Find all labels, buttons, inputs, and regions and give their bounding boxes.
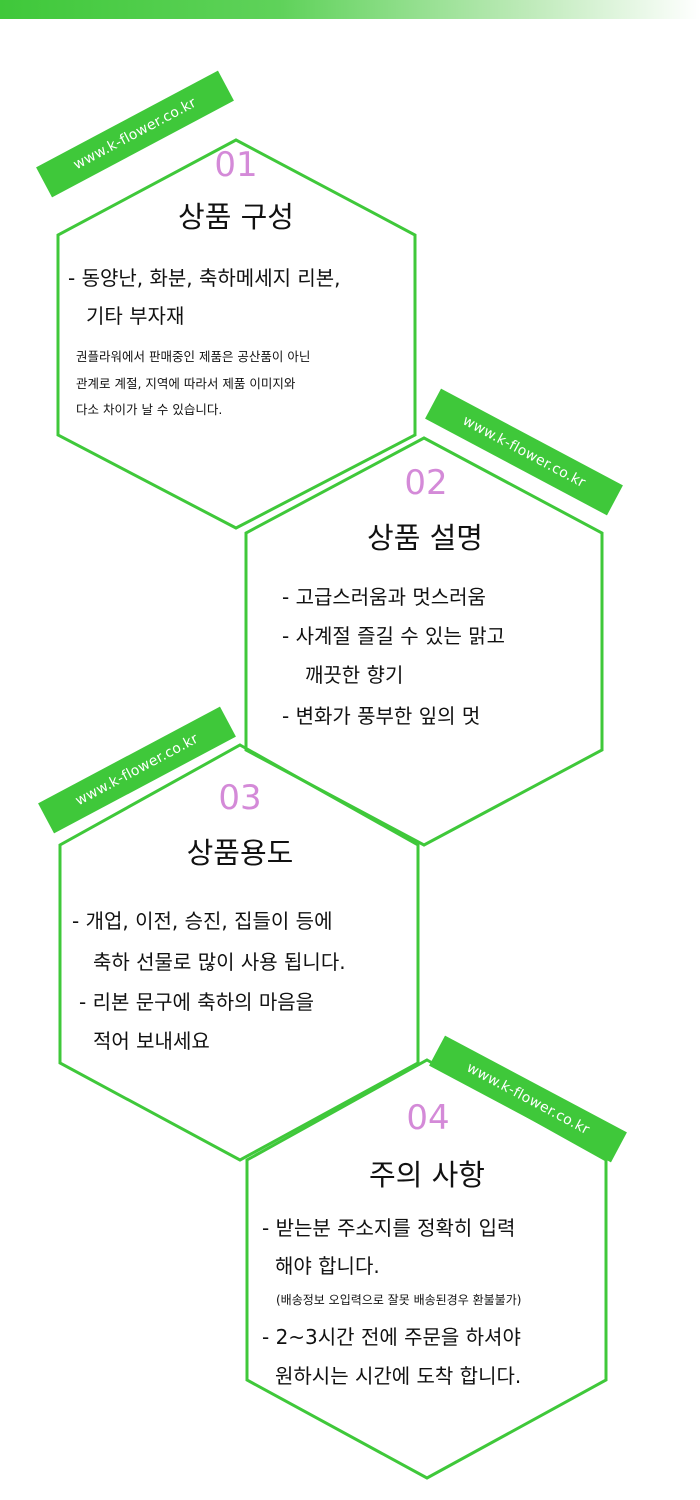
hexagon-02 — [244, 436, 604, 847]
section-line: - 2~3시간 전에 주문을 하셔야 — [262, 1325, 521, 1349]
section-note: 권플라워에서 판매중인 제품은 공산품이 아닌 — [76, 349, 311, 364]
section-number: 02 — [404, 463, 448, 503]
hexagon-01 — [56, 138, 417, 530]
section-line: - 사계절 즐길 수 있는 맑고 — [282, 624, 506, 648]
section-line: - 고급스러움과 멋스러움 — [282, 585, 486, 609]
section-line: - 개업, 이전, 승진, 집들이 등에 — [72, 909, 333, 933]
section-line: - 변화가 풍부한 잎의 멋 — [282, 704, 481, 728]
top-gradient-bar — [0, 0, 700, 19]
section-title: 상품 설명 — [367, 521, 483, 555]
section-note: 다소 차이가 날 수 있습니다. — [76, 402, 223, 417]
section-title: 상품 구성 — [178, 200, 294, 234]
section-number: 01 — [214, 145, 258, 185]
section-line: 기타 부자재 — [86, 304, 185, 328]
section-line: 해야 합니다. — [275, 1254, 380, 1278]
section-line: - 동양난, 화분, 축하메세지 리본, — [68, 266, 341, 290]
section-line: 깨끗한 향기 — [305, 663, 404, 687]
section-number: 03 — [218, 778, 262, 818]
section-title: 상품용도 — [186, 836, 294, 870]
section-number: 04 — [406, 1098, 450, 1138]
section-line: - 받는분 주소지를 정확히 입력 — [262, 1216, 516, 1240]
section-note: (배송정보 오입력으로 잘못 배송된경우 환불불가) — [276, 1293, 522, 1307]
section-line: 적어 보내세요 — [93, 1029, 210, 1053]
section-note: 관계로 계절, 지역에 따라서 제품 이미지와 — [76, 376, 296, 391]
section-line: 원하시는 시간에 도착 합니다. — [275, 1364, 522, 1388]
section-title: 주의 사항 — [369, 1158, 485, 1192]
hexagon-03 — [58, 743, 420, 1162]
section-line: 축하 선물로 많이 사용 됩니다. — [93, 950, 346, 974]
section-line: - 리본 문구에 축하의 마음을 — [79, 990, 315, 1014]
